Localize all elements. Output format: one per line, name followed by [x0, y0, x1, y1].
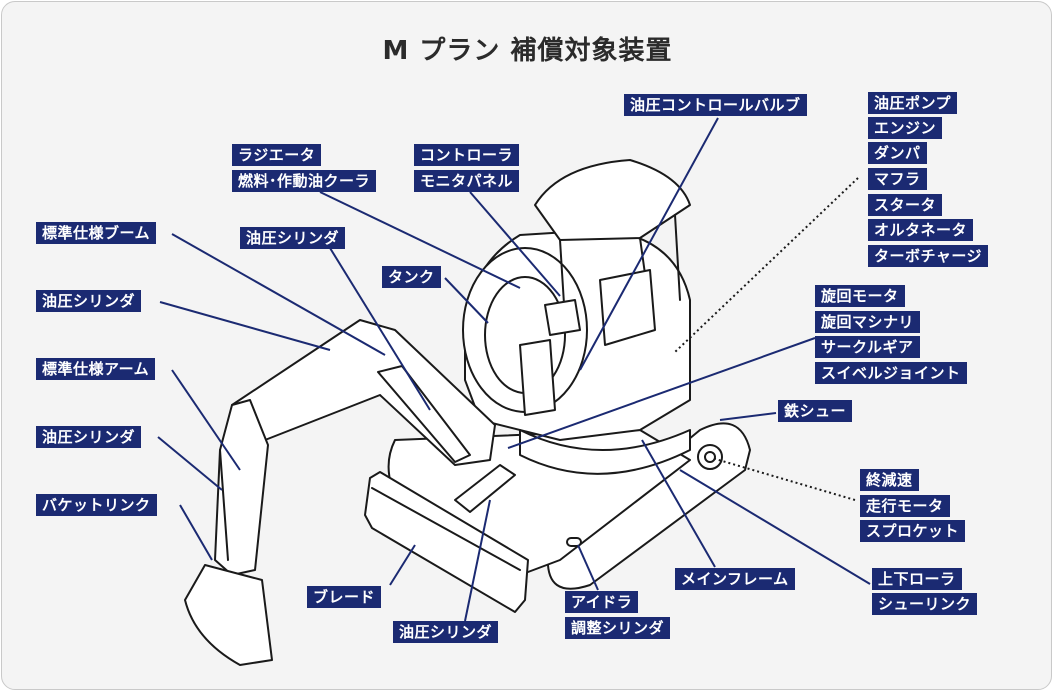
canopy-roof — [534, 159, 691, 241]
label-hydraulic-pump: 油圧ポンプ — [868, 92, 958, 114]
label-circle-gear: サークルギア — [815, 336, 920, 358]
label-adjust-cylinder: 調整シリンダ — [565, 617, 671, 639]
turntable — [519, 429, 691, 475]
label-fuel-oil-cooler: 燃料･作動油クーラ — [232, 170, 377, 192]
label-swivel-joint: スイベルジョイント — [815, 362, 967, 384]
label-std-arm: 標準仕様アーム — [36, 358, 156, 380]
dotted-leaders — [674, 177, 859, 501]
label-sprocket: スプロケット — [860, 520, 966, 542]
blade-cylinder-shape — [454, 464, 516, 513]
label-blade-cylinder: 油圧シリンダ — [393, 621, 499, 643]
rear-crawler-track — [546, 422, 751, 590]
label-bucket-link: バケットリンク — [36, 494, 157, 516]
label-main-frame: メインフレーム — [675, 568, 795, 590]
boom-cylinder — [377, 365, 471, 463]
arm-shape — [214, 399, 269, 576]
label-steel-shoe: 鉄シュー — [778, 400, 853, 422]
label-monitor-panel: モニタパネル — [414, 170, 520, 192]
label-swing-machinery: 旋回マシナリ — [815, 311, 921, 333]
label-radiator: ラジエータ — [232, 144, 322, 166]
label-turbocharger: ターボチャージ — [868, 245, 989, 267]
label-idler: アイドラ — [565, 591, 639, 613]
diagram-title: M プラン 補償対象装置 — [382, 36, 673, 66]
label-arm-cylinder: 油圧シリンダ — [36, 426, 142, 448]
label-swing-motor: 旋回モータ — [815, 285, 905, 307]
label-alternator: オルタネータ — [868, 219, 974, 241]
label-std-boom: 標準仕様ブーム — [36, 222, 157, 244]
label-hyd-cylinder-upper: 油圧シリンダ — [240, 227, 346, 249]
label-engine: エンジン — [868, 117, 943, 139]
leader-lines — [157, 117, 871, 622]
label-boom-cylinder: 油圧シリンダ — [36, 290, 142, 312]
label-starter: スタータ — [868, 194, 943, 216]
label-muffler: マフラ — [868, 168, 927, 190]
label-blade: ブレード — [307, 586, 382, 608]
bucket-shape — [184, 564, 273, 666]
label-tank: タンク — [382, 266, 441, 288]
label-damper: ダンパ — [868, 142, 927, 164]
label-controller: コントローラ — [414, 144, 520, 166]
label-final-drive: 終減速 — [860, 469, 919, 491]
label-travel-motor: 走行モータ — [860, 495, 950, 517]
label-upper-lower-roller: 上下ローラ — [872, 568, 962, 590]
label-hydraulic-control-valve: 油圧コントロールバルブ — [624, 94, 807, 116]
label-shoe-link: シューリンク — [872, 593, 978, 615]
